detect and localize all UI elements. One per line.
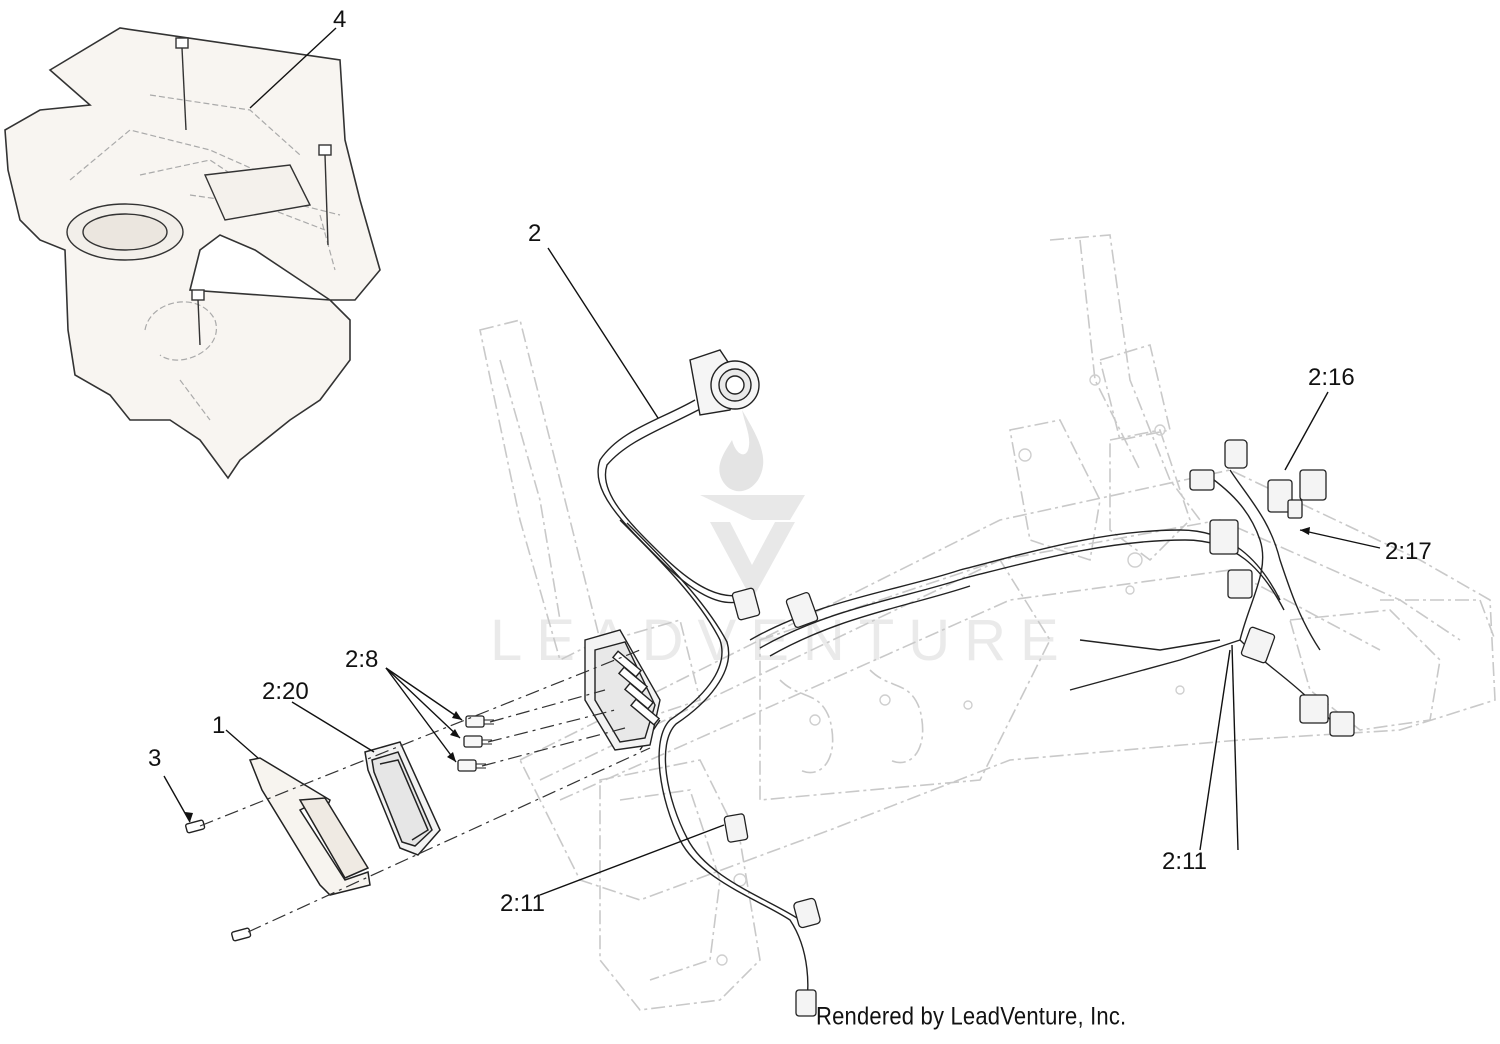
callout-1: 1 [212,712,226,739]
part-1-bracket [248,757,371,896]
part-4-dash-cover [4,27,381,480]
part-4-details [69,94,341,421]
callout-3: 3 [148,745,162,772]
part-2-8-fuses [457,715,494,772]
callout-2-11-right: 2:11 [1162,848,1207,875]
callout-2-11-left: 2:11 [500,890,545,917]
render-credit: Rendered by LeadVenture, Inc. [816,1002,1127,1030]
part-2-wire-harness [597,399,1351,1011]
callout-2-16: 2:16 [1308,364,1355,391]
callout-2: 2 [528,220,542,247]
harness-connectors [723,439,1355,1017]
callout-2-8: 2:8 [345,646,379,673]
leader-lines [163,27,1381,896]
leader-arrowheads [185,527,1310,822]
assembly-lines [199,649,651,933]
part-4-top-socket [66,164,312,261]
part-3-screws [185,819,252,942]
frame-holes [716,374,1185,966]
callout-2-20: 2:20 [262,678,309,705]
callout-4: 4 [333,6,347,33]
callout-2-17: 2:17 [1385,538,1432,565]
part-2-20-fuse-cover [364,741,441,856]
fuse-block [584,629,661,751]
leadventure-watermark: LEADVENTURE [490,410,1073,673]
round-connector [689,349,760,416]
watermark-text: LEADVENTURE [490,608,1073,673]
part-4-screws [175,37,332,346]
